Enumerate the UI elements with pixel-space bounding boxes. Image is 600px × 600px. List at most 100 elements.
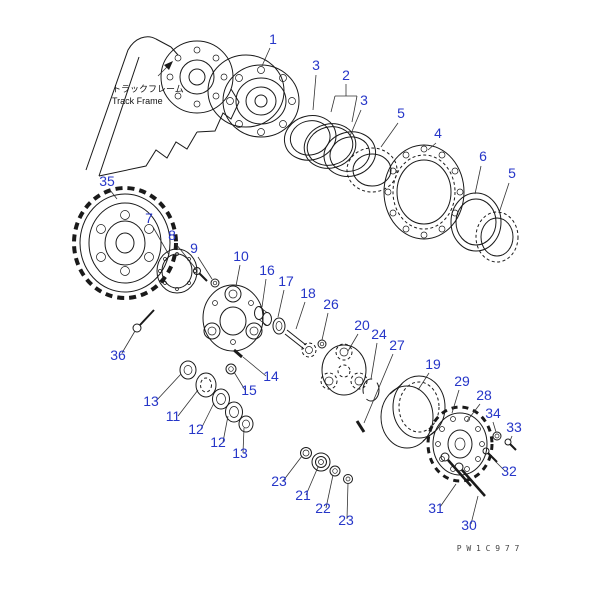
leader-line-33: [509, 435, 513, 442]
bushing-16-drawing: [254, 306, 272, 326]
callout-33: 33: [506, 419, 522, 435]
leader-line-13: [242, 427, 245, 454]
leader-line-5: [498, 182, 510, 214]
plug-26-drawing: [317, 339, 327, 349]
leader-line-26: [321, 312, 329, 341]
callout-19: 19: [425, 356, 441, 372]
ring-17-drawing: [272, 317, 286, 335]
bolt-30-drawing: [454, 462, 486, 497]
leader-line-18: [295, 301, 306, 330]
frame-label-jp: トラックフレーム: [112, 84, 184, 94]
sprocket-drawing: [72, 186, 178, 300]
callout-13: 13: [232, 445, 248, 461]
leader-line-6: [474, 165, 482, 195]
bushing-12b-drawing: [225, 401, 243, 423]
leader-line-32: [494, 460, 506, 472]
leader-line-7: [152, 226, 170, 256]
callout-3: 3: [360, 92, 368, 108]
washer-13a-drawing: [179, 360, 197, 380]
bushing-12a-drawing: [212, 388, 230, 410]
sun-shaft-18-drawing: [284, 329, 317, 358]
leader-line-12: [222, 415, 229, 443]
callout-23: 23: [271, 473, 287, 489]
callout-36: 36: [110, 347, 126, 363]
callout-12: 12: [210, 434, 226, 450]
pin-27-drawing: [355, 420, 366, 433]
leader-line-16: [261, 278, 267, 308]
leader-line-11: [177, 389, 199, 417]
callout-5: 5: [397, 105, 405, 121]
leader-line-19: [417, 372, 430, 391]
callout-18: 18: [300, 285, 316, 301]
leader-line-24: [370, 342, 378, 380]
leader-line-35: [109, 189, 118, 200]
leader-line-1: [261, 47, 271, 67]
callout-30: 30: [461, 517, 477, 533]
leader-line-23: [282, 455, 303, 482]
leader-line-5: [380, 122, 399, 148]
ring-gear-drum-drawing: [380, 375, 446, 449]
track-frame-drawing: トラックフレーム Track Frame: [85, 36, 240, 177]
leader-line-8: [175, 243, 197, 270]
leader-line-29: [451, 389, 460, 414]
bushing-11-drawing: [195, 372, 217, 398]
leader-line-21: [305, 466, 319, 496]
bolt-31-drawing: [440, 452, 472, 487]
callout-35: 35: [99, 173, 115, 189]
washer-13b-drawing: [238, 415, 254, 433]
callout-14: 14: [263, 368, 279, 384]
plug-9-drawing: [210, 278, 220, 288]
callout-1: 1: [269, 31, 277, 47]
callout-2-bracket: [330, 95, 358, 123]
leader-line-34: [492, 421, 497, 433]
bearing-21-drawing: [311, 452, 331, 472]
nut-34-drawing: [492, 431, 502, 441]
leader-line-22: [325, 474, 334, 509]
callout-9: 9: [190, 240, 198, 256]
callout-21: 21: [295, 487, 311, 503]
callout-11: 11: [166, 408, 181, 424]
callout-10: 10: [233, 248, 249, 264]
ring-gear-5a-drawing: [346, 147, 398, 193]
retainer-ring-drawing: [156, 248, 198, 294]
callout-31: 31: [428, 500, 444, 516]
leader-line-17: [277, 289, 285, 318]
leader-line-23: [346, 482, 349, 520]
bolt-32-drawing: [482, 447, 498, 463]
callout-13: 13: [143, 393, 159, 409]
callout-29: 29: [454, 373, 470, 389]
ring-15-drawing: [225, 363, 237, 375]
frame-label-en: Track Frame: [112, 96, 163, 106]
ring-gear-housing-drawing: [383, 144, 465, 240]
leader-line-30: [470, 495, 479, 525]
callout-15: 15: [241, 382, 257, 398]
callout-12: 12: [188, 421, 204, 437]
leader-line-10: [235, 264, 241, 287]
travel-motor-drawing: [207, 54, 300, 138]
leader-line-27: [363, 353, 394, 424]
callout-27: 27: [389, 337, 405, 353]
callout-2: 2: [342, 67, 350, 83]
carrier-1-drawing: [202, 284, 264, 352]
leader-line-15: [233, 371, 246, 391]
leader-line-3: [349, 109, 362, 137]
callout-22: 22: [315, 500, 331, 516]
leader-line-14: [242, 356, 267, 377]
washer-23a-drawing: [300, 447, 312, 459]
callout-24: 24: [371, 326, 387, 342]
cover-hub-drawing: [426, 405, 494, 483]
ring-6-drawing: [450, 192, 502, 252]
callout-5: 5: [508, 165, 516, 181]
callout-7: 7: [145, 210, 153, 226]
leader-line-31: [439, 483, 457, 508]
callout-28: 28: [476, 387, 492, 403]
ring-gear-5b-drawing: [475, 211, 519, 263]
bolt-33-drawing: [504, 438, 517, 451]
nut-23b-drawing: [343, 474, 353, 484]
leader-line-20: [347, 333, 359, 352]
frame-label-arrow: [157, 61, 173, 77]
bolt-36-drawing: [132, 309, 155, 333]
